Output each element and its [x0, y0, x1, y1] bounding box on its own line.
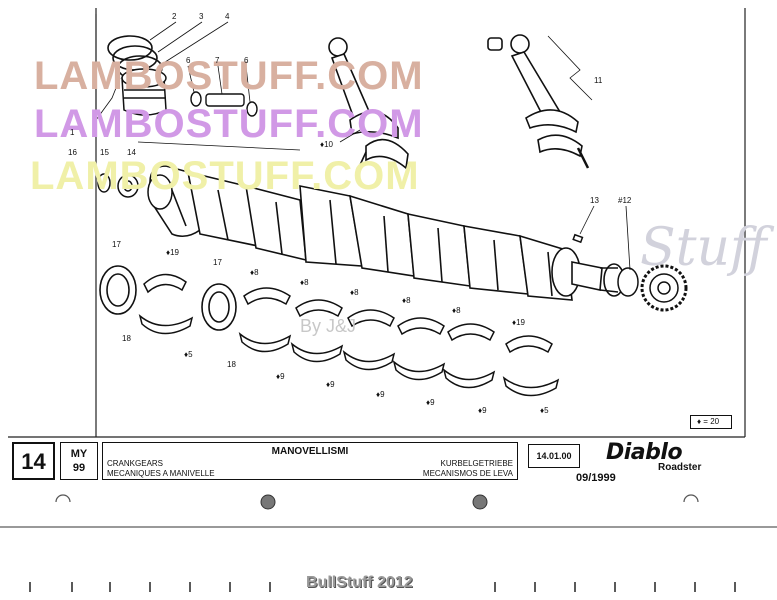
watermark-line-1: LAMBOSTUFF.COM	[34, 54, 424, 98]
bearing-shells-lower	[138, 313, 560, 397]
title-german: KURBELGETRIEBE	[440, 459, 513, 468]
callout-5a: ♦5	[184, 350, 193, 359]
watermark-line-2: LAMBOSTUFF.COM	[34, 102, 424, 146]
callout-3: 3	[199, 12, 204, 21]
callout-8a: ♦8	[250, 268, 259, 277]
callout-5b: ♦5	[540, 406, 549, 415]
callout-8d: ♦8	[402, 296, 411, 305]
title-box: MANOVELLISMI CRANKGEARS MECANIQUES A MAN…	[102, 442, 518, 480]
callout-6b: 6	[244, 56, 249, 65]
callout-18a: 18	[122, 334, 131, 343]
model-year-box: MY 99	[60, 442, 98, 480]
callout-9a: ♦9	[276, 372, 285, 381]
callout-12: #12	[618, 196, 632, 205]
callout-14: 14	[127, 148, 136, 157]
issue-date: 09/1999	[576, 472, 616, 484]
callout-15: 15	[100, 148, 109, 157]
page-number-box: 14	[12, 442, 55, 480]
bottom-tick-marks	[29, 582, 736, 592]
binder-holes	[55, 494, 699, 510]
piston-pin	[190, 91, 258, 117]
section-code: 14.01.00	[536, 451, 572, 461]
callout-8c: ♦8	[350, 288, 359, 297]
callout-16: 16	[68, 148, 77, 157]
callout-7: 7	[215, 56, 220, 65]
watermark-line-3: LAMBOSTUFF.COM	[30, 154, 420, 198]
model-year-label: MY	[70, 448, 88, 460]
callout-9d: ♦9	[426, 398, 435, 407]
callout-2: 2	[172, 12, 177, 21]
title-english: CRANKGEARS	[107, 459, 164, 468]
thrust-washers	[99, 265, 237, 331]
title-spanish: MECANISMOS DE LEVA	[422, 469, 513, 478]
callout-9e: ♦9	[478, 406, 487, 415]
crankshaft	[149, 165, 625, 301]
leader-lines-right	[339, 129, 631, 271]
connecting-rod-rear	[487, 34, 593, 169]
legend-text: ♦ = 20	[697, 417, 720, 426]
page-number: 14	[21, 449, 46, 474]
callout-18b: 18	[227, 360, 236, 369]
leader-lines-top	[95, 14, 301, 151]
timing-gear	[572, 233, 688, 312]
title-italian: MANOVELLISMI	[271, 446, 349, 457]
callout-6a: 6	[186, 56, 191, 65]
callout-4: 4	[225, 12, 230, 21]
footer-credit: BullStuff 2012	[306, 574, 413, 591]
callout-17b: 17	[213, 258, 222, 267]
connecting-rod-front	[328, 37, 409, 170]
legend-box: ♦ = 20	[690, 415, 732, 429]
brand-logo: Diablo	[606, 440, 683, 465]
callout-9c: ♦9	[376, 390, 385, 399]
model-year-value: 99	[72, 462, 86, 474]
callout-8b: ♦8	[300, 278, 309, 287]
model-name: Roadster	[658, 462, 702, 473]
callout-19b: ♦19	[512, 318, 525, 327]
callout-17a: 17	[112, 240, 121, 249]
callout-1: 1	[70, 128, 75, 137]
callout-13: 13	[590, 196, 599, 205]
callout-19a: ♦19	[166, 248, 179, 257]
code-box: 14.01.00	[528, 444, 580, 468]
callout-10: ♦10	[320, 140, 333, 149]
title-french: MECANIQUES A MANIVELLE	[107, 469, 215, 478]
bearing-shells-upper	[143, 273, 553, 354]
piston	[121, 68, 167, 116]
watermark-script: Stuff	[640, 218, 767, 278]
callout-9b: ♦9	[326, 380, 335, 389]
front-seal-parts	[97, 173, 173, 210]
watermark-byline: By J&J	[300, 316, 357, 336]
callout-8e: ♦8	[452, 306, 461, 315]
callout-11: 11	[594, 76, 603, 85]
